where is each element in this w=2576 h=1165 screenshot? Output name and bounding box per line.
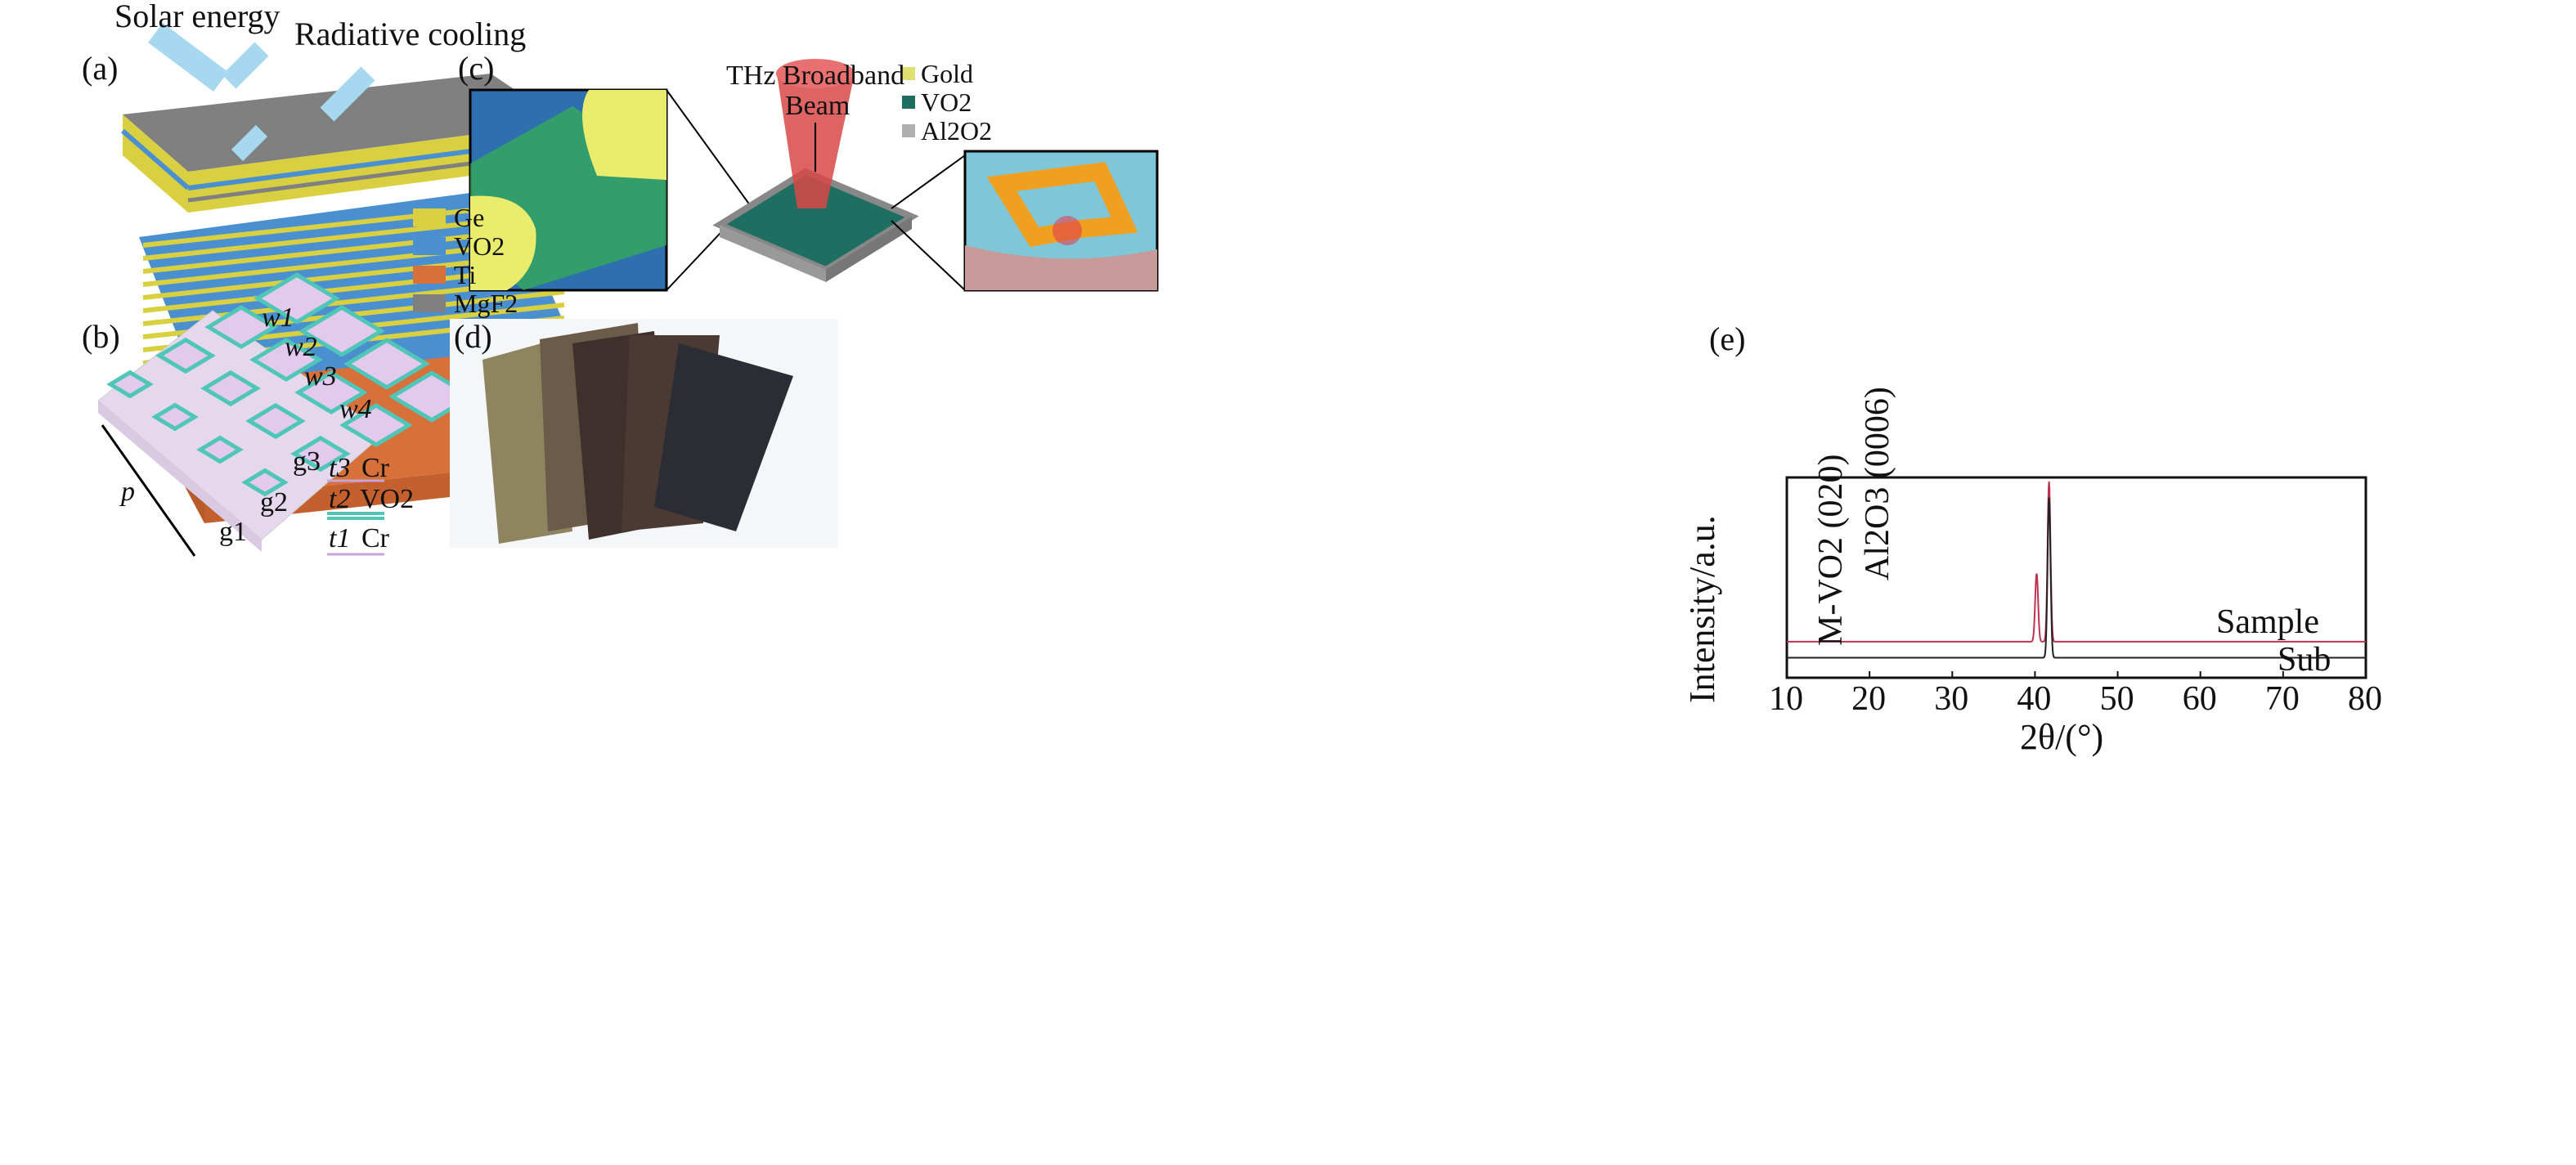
- vo2-layer-label: VO2: [360, 484, 415, 514]
- vo2-cr-square: [151, 402, 199, 432]
- vo2-cr-square: [343, 338, 430, 390]
- legend-gold: Gold: [921, 59, 973, 88]
- cr-top-label: Cr: [361, 453, 389, 483]
- t1-label: t1: [329, 523, 351, 553]
- vo2-cr-square: [204, 305, 278, 349]
- x-tick-label: 30: [1934, 680, 1969, 718]
- legend-sub: Sub: [2278, 641, 2331, 679]
- panel-b-label: (b): [82, 318, 120, 355]
- vo2-cr-square: [294, 370, 368, 414]
- cr-bottom-label: Cr: [361, 523, 389, 553]
- vo2-cr-square: [339, 403, 413, 447]
- p-label: p: [121, 477, 135, 507]
- panel-e-label: (e): [1709, 320, 1746, 357]
- panel-d-photo: [450, 319, 838, 548]
- vo2-cr-square: [241, 468, 289, 497]
- vo2-cr-square: [245, 402, 306, 440]
- w1-label: w1: [262, 302, 294, 333]
- mgf2-cover: [123, 74, 564, 172]
- vo2-cr-square: [249, 338, 323, 382]
- panel-e-chart: [1785, 476, 2367, 679]
- w4-label: w4: [339, 394, 372, 424]
- panel-c-label: (c): [458, 50, 495, 87]
- series-sample-line: [1787, 481, 2366, 643]
- x-tick-label: 70: [2264, 680, 2300, 718]
- x-axis-label: 2θ/(°): [2020, 717, 2104, 757]
- legend-vo2-c: VO2: [921, 87, 972, 117]
- y-axis-label: Intensity/a.u.: [1682, 515, 1722, 703]
- g2-label: g2: [260, 487, 288, 518]
- w3-label: w3: [304, 361, 337, 392]
- t3-label: t3: [329, 453, 351, 483]
- panel-c-illustration: [469, 59, 1159, 292]
- g3-label: g3: [293, 446, 321, 477]
- w2-label: w2: [285, 332, 317, 362]
- vo2-cr-square: [254, 272, 340, 325]
- panel-a-label: (a): [82, 50, 119, 87]
- beam-label-line1: THz Broadband: [726, 60, 905, 91]
- vo2-cr-square: [200, 370, 261, 407]
- t2-label: t2: [329, 484, 351, 514]
- legend-ti: Ti: [454, 260, 477, 289]
- x-tick-label: 60: [2182, 680, 2217, 718]
- x-tick-label: 40: [2017, 680, 2052, 718]
- vo2-cr-square: [106, 370, 154, 399]
- vo2-cr-square: [298, 305, 385, 357]
- vo2-cr-square: [155, 337, 216, 374]
- legend-ge: Ge: [454, 203, 485, 232]
- x-tick-label: 10: [1769, 680, 1803, 718]
- x-tick-label: 50: [2099, 680, 2134, 718]
- x-tick-label: 20: [1851, 680, 1887, 718]
- series-sub-line: [1787, 497, 2366, 659]
- legend-mgf2: MgF2: [454, 289, 518, 318]
- solar-arrow: [148, 23, 228, 92]
- solar-energy-label: Solar energy: [114, 0, 280, 34]
- annotation-m-vo2: M-VO2 (020): [1812, 454, 1850, 646]
- radiative-cooling-label: Radiative cooling: [294, 16, 527, 52]
- panel-d-label: (d): [454, 318, 492, 355]
- g1-label: g1: [219, 517, 247, 547]
- x-tick-label: 80: [2348, 680, 2382, 718]
- legend-vo2: VO2: [454, 231, 505, 261]
- vo2-cr-square: [196, 435, 244, 464]
- vo2-cr-square: [290, 435, 351, 473]
- annotation-al2o3: Al2O3 (0006): [1859, 387, 1896, 580]
- beam-label-line2: Beam: [785, 91, 850, 121]
- legend-al2o2: Al2O2: [921, 116, 993, 146]
- legend-sample: Sample: [2216, 603, 2319, 641]
- plot-frame: [1785, 476, 2367, 679]
